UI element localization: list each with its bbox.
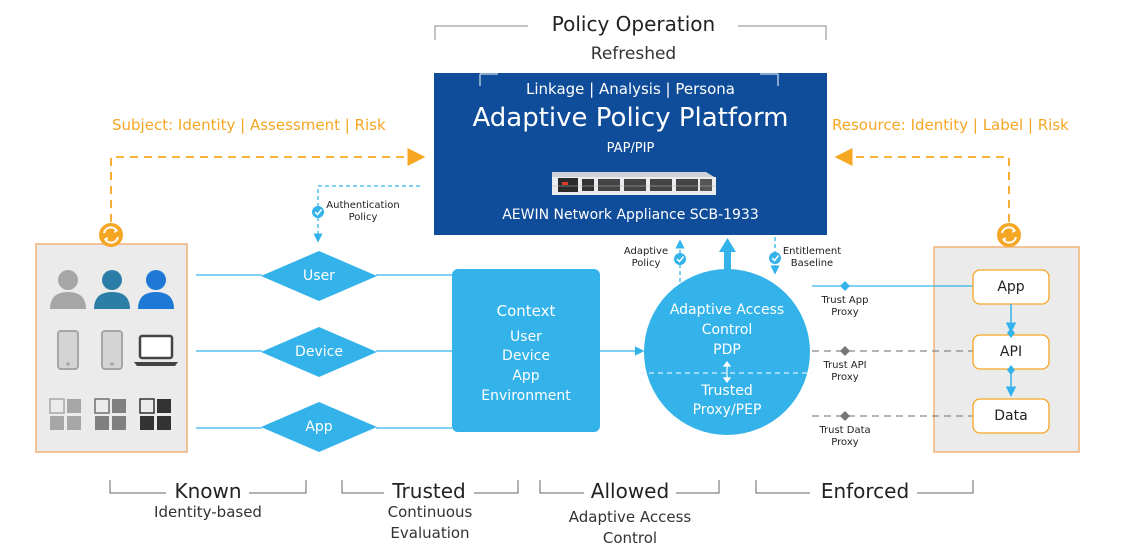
app-grid-medium-icon bbox=[94, 398, 126, 430]
stage-allowed-label: Allowed bbox=[590, 479, 670, 503]
stage-known-label: Known bbox=[174, 479, 242, 503]
subject-flow-line bbox=[110, 148, 426, 222]
auth-policy-line bbox=[313, 185, 420, 243]
pdp-circle bbox=[644, 269, 810, 435]
diamond-device bbox=[261, 327, 377, 377]
adaptive-policy-label-line1: Adaptive bbox=[623, 246, 669, 257]
laptop-icon bbox=[134, 334, 178, 366]
entitlement-check-icon bbox=[769, 252, 781, 264]
policy-operation-title: Policy Operation bbox=[551, 12, 716, 36]
policy-operation-subtitle: Refreshed bbox=[590, 44, 677, 64]
app-grid-dark-icon bbox=[139, 398, 171, 430]
adaptive-policy-label-line2: Policy bbox=[631, 258, 661, 269]
entitlement-label: Entitlement Baseline bbox=[780, 246, 844, 270]
trust-data-proxy-node bbox=[840, 411, 850, 421]
adaptive-policy-check-icon bbox=[674, 253, 686, 265]
platform-bar-label: Linkage | Analysis | Persona bbox=[526, 80, 735, 98]
context-title: Context bbox=[496, 302, 556, 320]
auth-policy-label: Authentication Policy bbox=[318, 200, 408, 224]
context-item-app: App bbox=[512, 368, 540, 384]
platform-role: PAP/PIP bbox=[606, 141, 655, 156]
context-box bbox=[452, 269, 600, 432]
resource-app-label: App bbox=[997, 279, 1025, 295]
trust-data-proxy-label-line1: Trust Data bbox=[819, 425, 871, 436]
user-teal-icon bbox=[94, 270, 130, 309]
pdp-line-1: Adaptive Access bbox=[669, 302, 785, 318]
diamond-app-label: App bbox=[305, 419, 333, 435]
trust-app-proxy-node bbox=[840, 281, 850, 291]
device-icon-group bbox=[57, 330, 178, 370]
resource-api-label: API bbox=[999, 344, 1023, 360]
resource-data-box bbox=[972, 398, 1050, 434]
trust-api-proxy-node bbox=[840, 346, 850, 356]
stage-allowed-desc-1: Adaptive Access bbox=[568, 508, 692, 526]
trust-api-proxy-label: Trust API Proxy bbox=[810, 360, 880, 384]
platform-title: Adaptive Policy Platform bbox=[472, 103, 789, 133]
stage-allowed-desc-2: Control bbox=[602, 529, 658, 547]
trust-data-proxy-label: Trust Data Proxy bbox=[810, 425, 880, 449]
pdp-to-platform-arrow bbox=[719, 238, 736, 270]
stage-trusted-desc-1: Continuous bbox=[387, 503, 473, 521]
diamond-user-label: User bbox=[303, 268, 335, 284]
platform-bar-bracket bbox=[479, 73, 779, 86]
sync-right-icon bbox=[997, 223, 1021, 247]
phone-gray-icon bbox=[57, 330, 79, 370]
pdp-line-3: PDP bbox=[713, 342, 741, 358]
stage-enforced-label: Enforced bbox=[820, 479, 910, 503]
resource-flow-label: Resource: Identity | Label | Risk bbox=[832, 116, 1069, 134]
user-blue-icon bbox=[138, 270, 174, 309]
app-icon-group bbox=[49, 398, 171, 430]
policy-operation-bracket bbox=[434, 25, 827, 40]
context-item-environment: Environment bbox=[481, 388, 571, 404]
trust-app-proxy-label-line1: Trust App bbox=[821, 295, 869, 306]
auth-policy-check-icon bbox=[312, 206, 324, 218]
input-lines bbox=[196, 274, 645, 429]
resource-data-label: Data bbox=[994, 408, 1028, 424]
diamond-user bbox=[261, 251, 377, 301]
pep-line-2: Proxy/PEP bbox=[692, 402, 762, 418]
user-icon-group bbox=[50, 270, 174, 309]
network-appliance-image bbox=[552, 172, 716, 195]
trust-data-proxy-label-line2: Proxy bbox=[831, 437, 859, 448]
sync-left-icon bbox=[99, 223, 123, 247]
app-grid-light-icon bbox=[49, 398, 81, 430]
stage-trusted-desc-2: Evaluation bbox=[390, 524, 470, 542]
adaptive-policy-label: Adaptive Policy bbox=[618, 246, 674, 270]
context-item-device: Device bbox=[502, 348, 550, 364]
trust-api-proxy-label-line1: Trust API bbox=[823, 360, 867, 371]
platform-device-label: AEWIN Network Appliance SCB-1933 bbox=[502, 207, 759, 223]
phone-gray-2-icon bbox=[101, 330, 123, 370]
pdp-line-2: Control bbox=[701, 322, 753, 338]
subject-flow-label: Subject: Identity | Assessment | Risk bbox=[112, 116, 386, 134]
entitlement-label-line1: Entitlement bbox=[782, 246, 842, 257]
platform-box bbox=[434, 73, 827, 235]
context-item-user: User bbox=[510, 329, 542, 345]
diamond-device-label: Device bbox=[295, 344, 343, 360]
stage-trusted-label: Trusted bbox=[392, 479, 466, 503]
pep-line-1: Trusted bbox=[701, 383, 753, 399]
resource-flow-line bbox=[834, 148, 1010, 222]
stage-brackets bbox=[109, 480, 974, 494]
user-gray-icon bbox=[50, 270, 86, 309]
diamond-app bbox=[261, 402, 377, 452]
resource-chain bbox=[1005, 304, 1017, 397]
trust-app-proxy-label: Trust App Proxy bbox=[810, 295, 880, 319]
auth-policy-label-line2: Policy bbox=[348, 212, 378, 223]
trust-app-proxy-label-line2: Proxy bbox=[831, 307, 859, 318]
stage-known-desc: Identity-based bbox=[154, 503, 262, 521]
auth-policy-label-line1: Authentication bbox=[326, 200, 400, 211]
trust-api-proxy-label-line2: Proxy bbox=[831, 372, 859, 383]
entitlement-label-line2: Baseline bbox=[790, 258, 834, 269]
pdp-pep-double-arrow bbox=[722, 361, 732, 383]
